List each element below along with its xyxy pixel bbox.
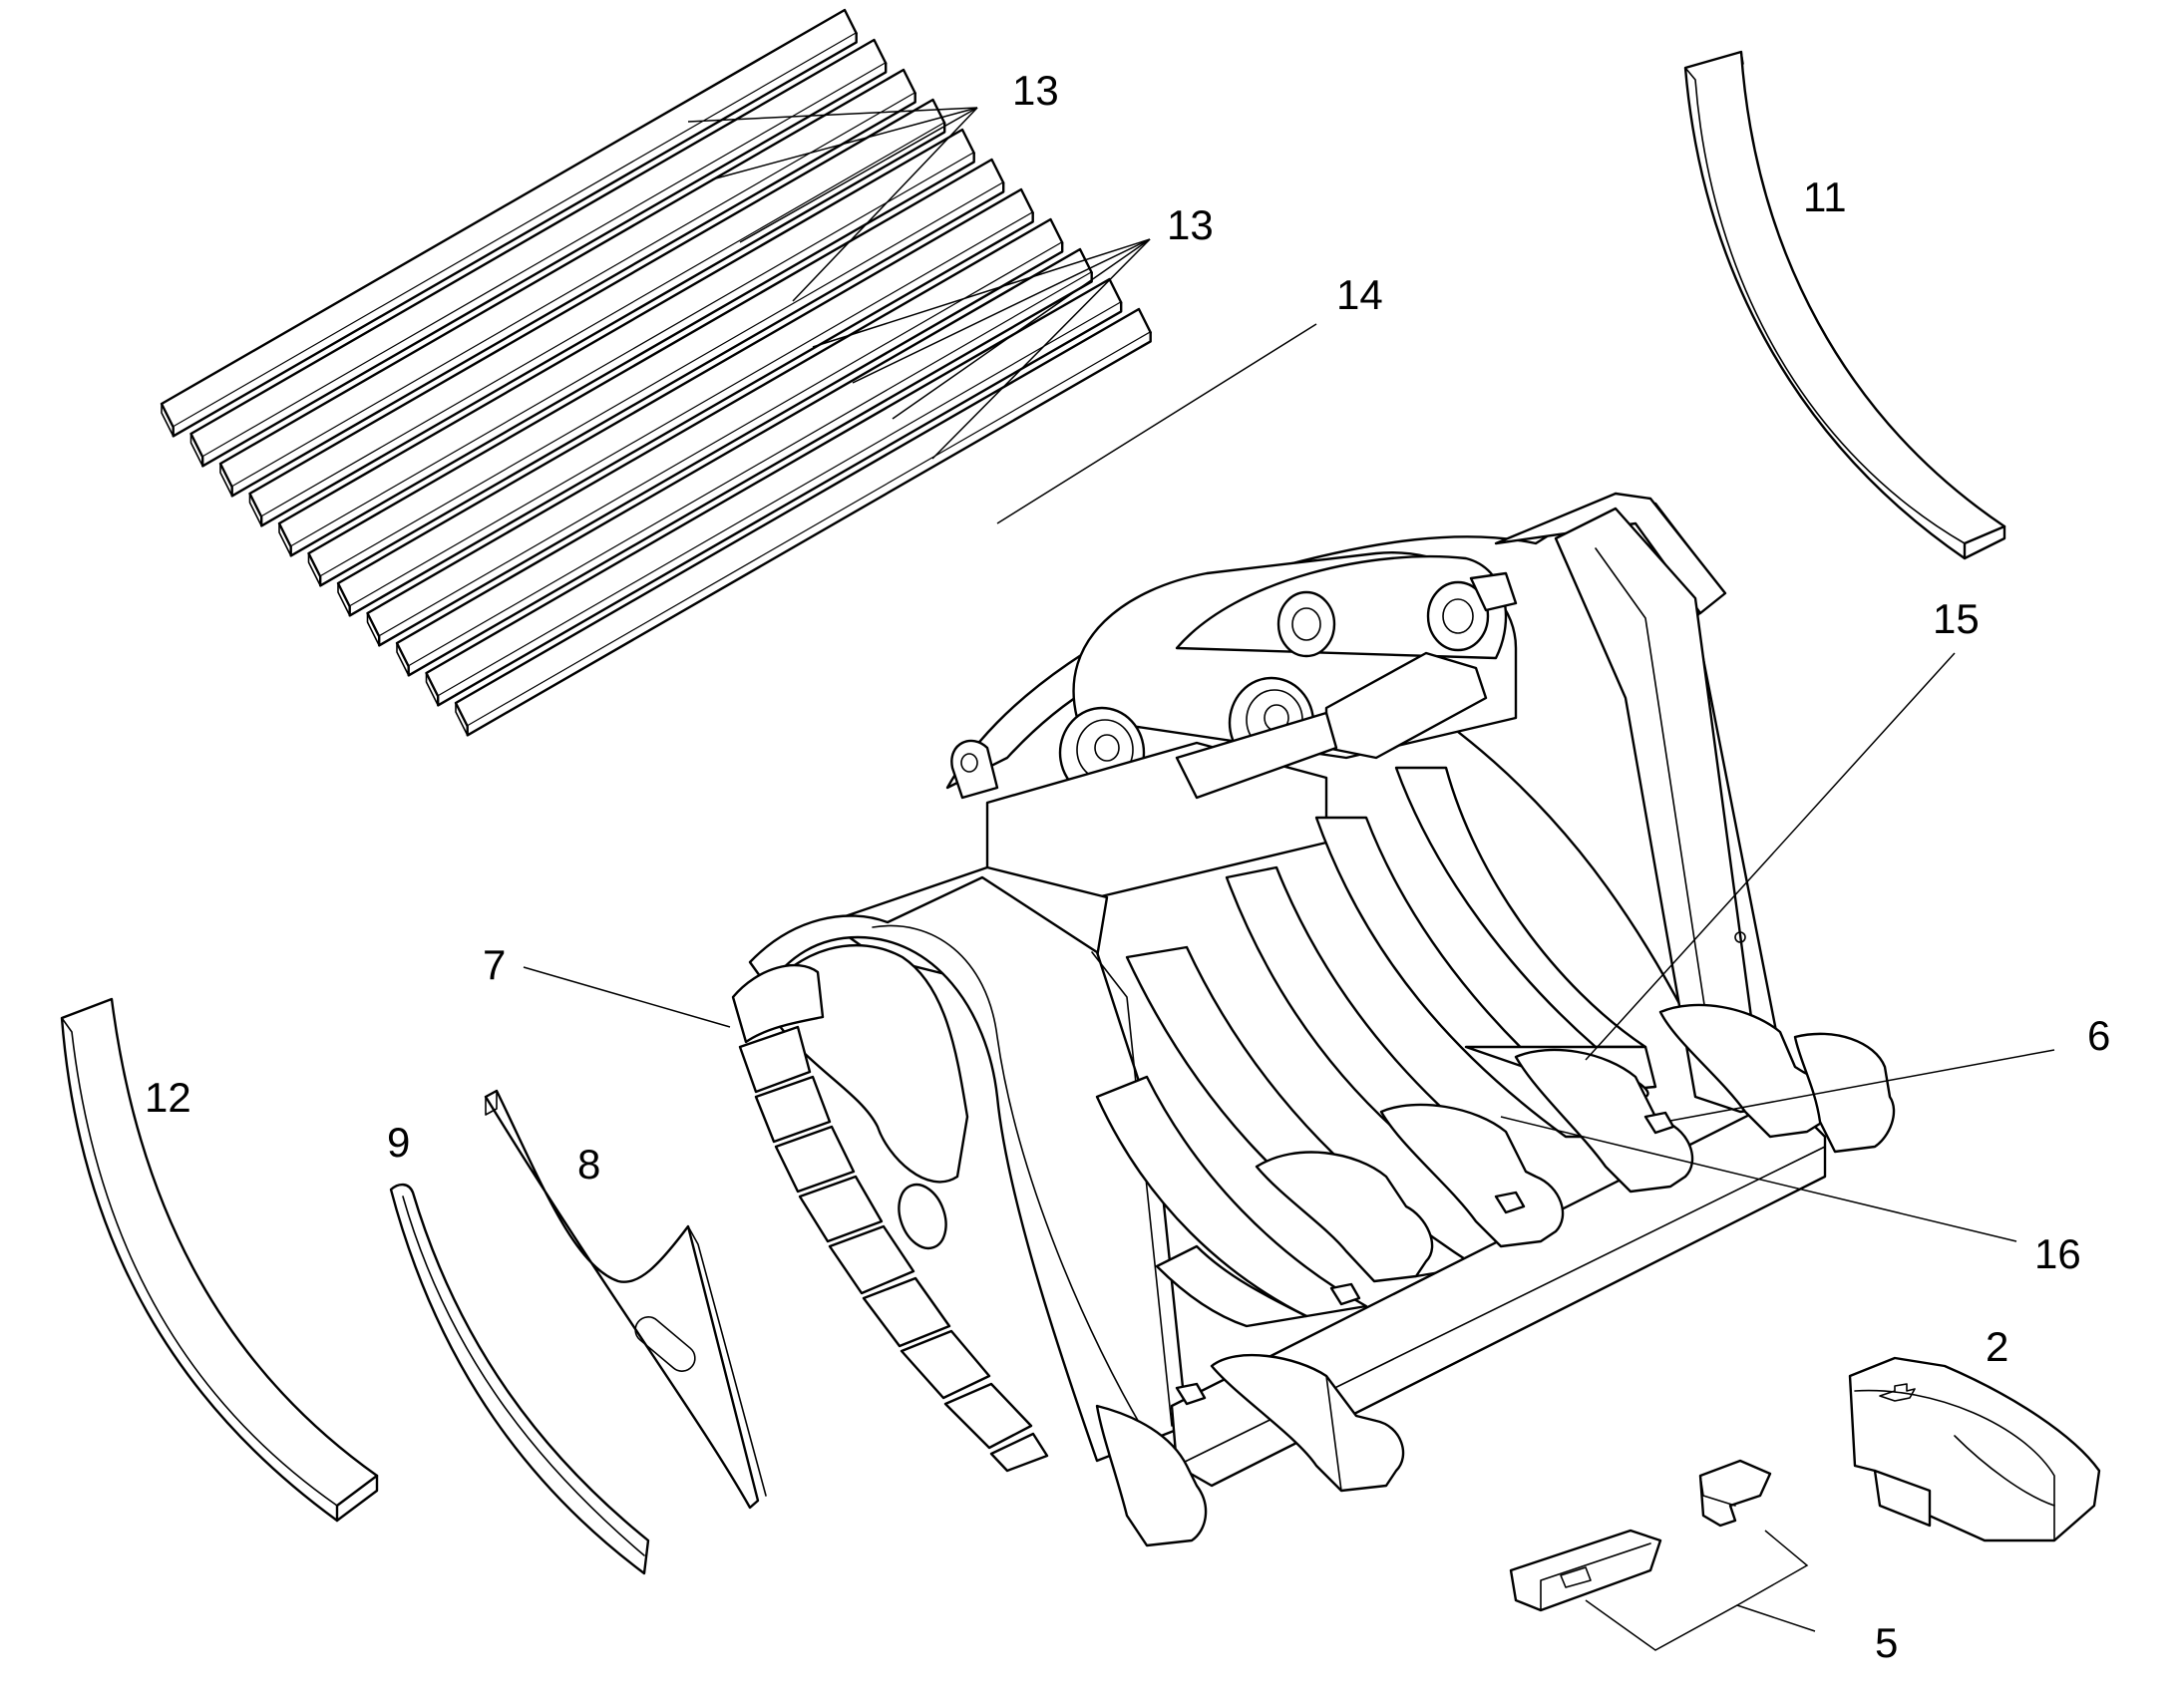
wear-strip-edge: [437, 301, 1123, 707]
callout-13-lower: 13: [1167, 201, 1214, 248]
wear-strip-edge: [407, 271, 1093, 677]
wear-strip-edge: [289, 152, 975, 557]
callout-15: 15: [1933, 595, 1980, 642]
callout-9: 9: [387, 1119, 410, 1166]
side-wear-strip-11: [1683, 50, 2006, 560]
wear-strip-end: [278, 522, 292, 557]
wear-strip-end: [366, 612, 380, 647]
wear-strip-end: [337, 582, 351, 617]
wear-strip-end: [248, 493, 262, 527]
wear-strip-end: [189, 433, 203, 468]
wear-strip-edge: [230, 92, 916, 498]
bucket-body: [731, 492, 1896, 1547]
wear-strip-set: [160, 8, 1152, 737]
callout-12: 12: [145, 1074, 191, 1121]
wear-strip-end: [425, 672, 439, 707]
tooth-2: [1848, 1356, 2101, 1542]
wear-strip-edge: [172, 32, 858, 438]
wear-strip-end: [396, 642, 410, 677]
wear-strip-end: [307, 552, 321, 587]
callout-8: 8: [577, 1141, 600, 1188]
wear-strip-end: [455, 702, 469, 737]
wear-strip-edge: [319, 181, 1005, 587]
leader-lines: [523, 107, 2055, 1651]
callout-6: 6: [2087, 1012, 2110, 1059]
pin-retainer-5: [1509, 1459, 1772, 1612]
wear-strip-end: [219, 463, 233, 498]
callout-labels: 13 13 14 11 15 7 6 12 9 8 16 2 5: [145, 67, 2110, 1666]
wear-strip-end: [161, 403, 175, 438]
wear-strip-edge: [348, 211, 1034, 617]
side-plate-8: [484, 1089, 767, 1510]
blade-strip-9: [389, 1183, 650, 1575]
wear-strip-edge: [466, 331, 1152, 737]
wear-strip-edge: [201, 62, 888, 468]
callout-16: 16: [2034, 1230, 2081, 1277]
callout-7: 7: [483, 941, 506, 988]
side-wear-strip-12: [60, 997, 379, 1523]
wear-strip-edge: [378, 241, 1064, 647]
callout-14: 14: [1336, 271, 1383, 318]
callout-13-upper: 13: [1012, 67, 1059, 114]
callout-5: 5: [1875, 1619, 1898, 1666]
callout-11: 11: [1803, 173, 1847, 220]
callout-2: 2: [1986, 1323, 2008, 1370]
